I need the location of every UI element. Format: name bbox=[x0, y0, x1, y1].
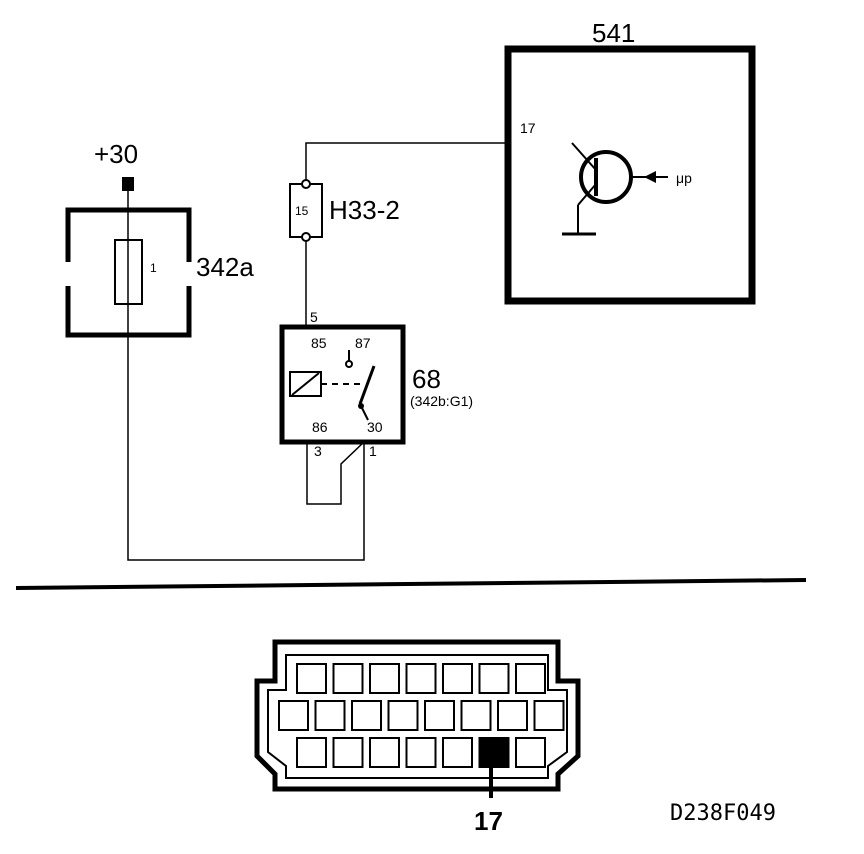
connector-pin bbox=[387, 700, 419, 731]
connector-pin-label: 17 bbox=[474, 806, 503, 836]
connector-pin bbox=[351, 700, 382, 731]
connector-pin bbox=[296, 737, 327, 768]
connector-pins bbox=[278, 663, 565, 768]
relay-pin-86: 86 bbox=[312, 419, 328, 435]
connector-pin bbox=[314, 700, 346, 731]
section-divider bbox=[15, 578, 807, 590]
relay-pin-1: 1 bbox=[369, 443, 377, 459]
connector-pin bbox=[405, 663, 437, 694]
relay-coil-symbol bbox=[289, 371, 322, 397]
connector-pin bbox=[515, 663, 546, 694]
connector-h33-2: 15 H33-2 bbox=[289, 179, 400, 242]
connector-pin bbox=[460, 700, 492, 731]
connector-pin bbox=[278, 700, 309, 731]
ecu-541: 541 17 μp bbox=[504, 18, 756, 305]
fuse-box-342a: 1 342a bbox=[64, 207, 254, 338]
connector-pin bbox=[442, 663, 473, 694]
transistor-symbol bbox=[562, 142, 668, 236]
microprocessor-label: μp bbox=[676, 170, 692, 186]
relay-pin-87: 87 bbox=[355, 335, 371, 351]
supply-terminal: +30 bbox=[94, 139, 138, 191]
connector-pin bbox=[497, 700, 528, 731]
ecu-pin-17: 17 bbox=[520, 120, 536, 136]
ecu-label: 541 bbox=[592, 18, 635, 48]
connector-pin bbox=[369, 663, 400, 694]
relay-label: 68 bbox=[412, 364, 441, 394]
wires bbox=[127, 142, 508, 561]
connector-pin bbox=[332, 663, 364, 694]
connector-pin bbox=[424, 700, 455, 731]
relay-pin-3: 3 bbox=[314, 443, 322, 459]
relay-pin-5: 5 bbox=[310, 309, 318, 325]
connector-pin bbox=[533, 700, 565, 731]
connector-pin bbox=[442, 737, 473, 768]
connector-pin-highlighted bbox=[478, 737, 510, 768]
fuse-box-label: 342a bbox=[196, 252, 254, 282]
connector-pin bbox=[478, 663, 510, 694]
connector-pin bbox=[515, 737, 546, 768]
fuse-number: 1 bbox=[150, 261, 157, 275]
connector-pin-15: 15 bbox=[295, 204, 309, 218]
connector-pin bbox=[332, 737, 364, 768]
relay-contact-symbol bbox=[345, 350, 376, 421]
relay-68: 5 85 87 86 30 3 1 68 (342b:G1) bbox=[279, 309, 473, 459]
connector-pin bbox=[405, 737, 437, 768]
diagnostic-connector: 17 bbox=[254, 639, 581, 836]
relay-sublabel: (342b:G1) bbox=[410, 393, 473, 409]
connector-pin bbox=[296, 663, 327, 694]
relay-pin-30: 30 bbox=[367, 419, 383, 435]
supply-label: +30 bbox=[94, 139, 138, 169]
relay-pin-85: 85 bbox=[311, 335, 327, 351]
figure-code: D238F049 bbox=[670, 801, 776, 826]
connector-label: H33-2 bbox=[329, 195, 400, 225]
connector-pin bbox=[369, 737, 400, 768]
